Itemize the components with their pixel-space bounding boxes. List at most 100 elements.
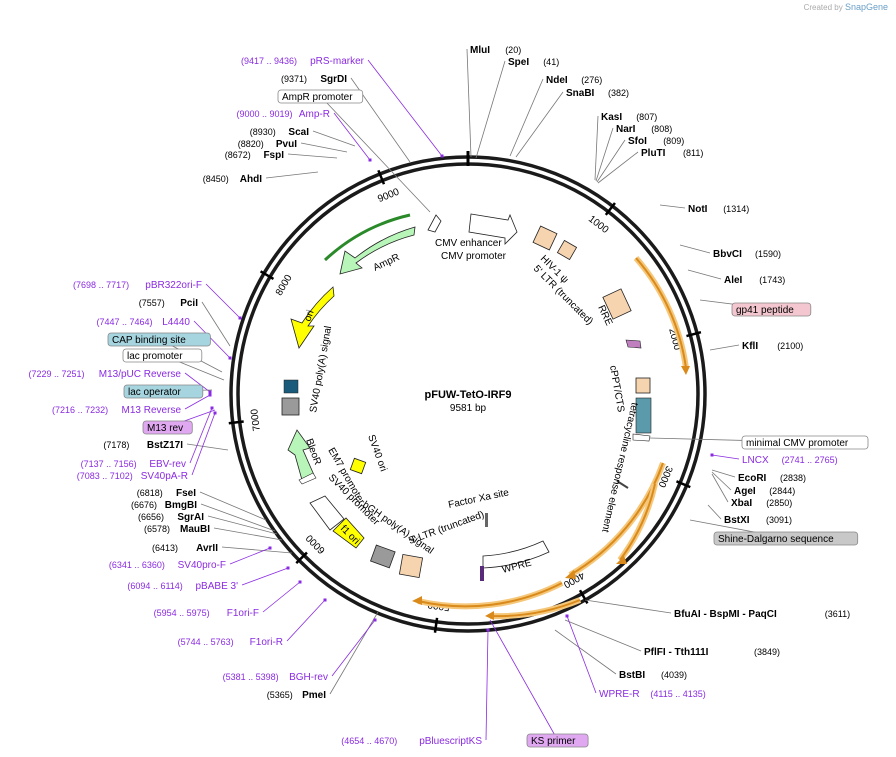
leader-line — [711, 471, 732, 491]
primer-name: SV40pro-F — [178, 560, 226, 571]
primer-mark — [486, 628, 490, 632]
site-name: BmgBI — [165, 500, 197, 511]
tick-6000 — [295, 551, 308, 564]
label-factor-xa: Factor Xa site — [447, 487, 510, 511]
site-pos: (8930) — [250, 127, 276, 137]
site-name: NotI — [688, 204, 708, 215]
site-bfuai-bspmi-paqci: BfuAI - BspMI - PaqCI(3611) — [674, 609, 850, 620]
site-name: MluI — [470, 45, 490, 56]
site-kasi: KasI(807) — [601, 112, 657, 123]
site-pos: (2838) — [780, 473, 806, 483]
ampr-arrow — [339, 226, 416, 275]
primer-name: pBABE 3' — [196, 581, 239, 592]
leader-line — [554, 629, 617, 675]
site-name: PmeI — [302, 690, 326, 701]
site-name: PvuI — [276, 139, 297, 150]
primer-ebv-rev: EBV-rev (7137 .. 7156) — [81, 459, 186, 470]
label-cppt: cPPT/CTS — [607, 365, 626, 414]
site-pflfi-tth111i: PflFI - Tth111I(3849) — [644, 647, 780, 658]
primer-name: WPRE-R — [599, 689, 640, 700]
ltr5b-box — [398, 553, 424, 579]
site-name: AvrII — [196, 543, 218, 554]
feature-label-box — [107, 332, 211, 347]
primer-pos: (5954 .. 5975) — [154, 608, 210, 618]
site-pos: (8450) — [203, 174, 229, 184]
site-pos: (6578) — [144, 524, 170, 534]
tick-3000 — [675, 480, 691, 489]
site-fsei: FseI(6818) — [137, 488, 196, 499]
primer-name: L4440 — [162, 317, 190, 328]
feature-label-box — [731, 302, 812, 317]
site-pos: (41) — [543, 57, 559, 67]
primer-mark — [440, 154, 444, 158]
feature-label-lac-operator: lac operator — [123, 384, 204, 399]
site-kfli: KflI(2100) — [742, 341, 803, 352]
tick-label-1000: 1000 — [586, 214, 611, 237]
leader-line — [564, 619, 642, 652]
cppt-box — [635, 377, 651, 394]
feature-label-box — [123, 384, 204, 399]
site-ndei: NdeI(276) — [546, 75, 602, 86]
feature-label-shine-dalgarno-sequence: Shine-Dalgarno sequence — [713, 531, 859, 546]
rre-box — [602, 288, 632, 320]
tick-1000 — [604, 202, 616, 216]
ltr5-box — [532, 225, 558, 251]
feature-label-text: lac operator — [128, 387, 181, 398]
site-name: MauBI — [180, 524, 210, 535]
label-sv40ori: SV40 ori — [365, 433, 388, 473]
min-cmv-box — [632, 433, 651, 442]
feature-label-box — [142, 420, 193, 435]
site-name: BstXI — [724, 515, 750, 526]
tick-label-8000: 8000 — [274, 273, 295, 298]
site-pmei: PmeI(5365) — [267, 690, 326, 701]
lac-box — [283, 379, 299, 394]
orf-arrow-3-head — [616, 556, 627, 564]
primer-prs-marker: pRS-marker(9417 .. 9436) — [241, 56, 365, 67]
site-name: FseI — [176, 488, 196, 499]
site-pos: (1743) — [759, 275, 785, 285]
primer-mark — [286, 566, 290, 570]
orf-arrow-4-head — [412, 596, 422, 605]
site-pos: (3611) — [825, 609, 850, 619]
ori-arrow — [290, 286, 335, 349]
leader-line — [596, 139, 626, 183]
primer-wpre-r: WPRE-R(4115 .. 4135) — [599, 689, 706, 700]
site-name: ScaI — [288, 127, 309, 138]
primer-leader — [711, 454, 740, 460]
primer-mark — [368, 158, 372, 162]
primer-name: EBV-rev — [149, 459, 186, 470]
site-name: SgrAI — [177, 512, 204, 523]
primer-pos: (7229 .. 7251) — [28, 369, 84, 379]
site-fspi: FspI(8672) — [225, 150, 284, 161]
site-bstbi: BstBI(4039) — [619, 670, 687, 681]
feature-label-m13-rev: M13 rev — [142, 420, 193, 435]
feature-label-ks-primer: KS primer — [526, 733, 589, 748]
site-name: SpeI — [508, 57, 529, 68]
site-snabi: SnaBI(382) — [566, 88, 629, 99]
site-name: KflI — [742, 341, 758, 352]
site-name: PciI — [180, 298, 198, 309]
leader-line — [300, 142, 348, 153]
primer-mark — [710, 453, 714, 457]
site-pos: (1590) — [755, 249, 781, 259]
primer-bgh-rev: BGH-rev(5381 .. 5398) — [223, 672, 328, 683]
site-noti: NotI(1314) — [688, 204, 749, 215]
leader-line — [679, 244, 711, 254]
tick-label-9000: 9000 — [376, 186, 401, 205]
leader-line — [595, 127, 614, 182]
primer-pos: (7447 .. 7464) — [96, 317, 152, 327]
leader-line — [687, 269, 722, 280]
leader-line — [597, 151, 639, 184]
site-ahdi: AhdI(8450) — [203, 174, 262, 185]
site-pos: (20) — [505, 45, 521, 55]
site-bbvci: BbvCI(1590) — [713, 249, 781, 260]
feature-label-lac-promoter: lac promoter — [122, 348, 203, 363]
site-pos: (6676) — [131, 500, 157, 510]
label-cmv-enhancer: CMV enhancer — [435, 238, 502, 249]
feature-label-box — [741, 435, 869, 450]
site-name: NarI — [616, 124, 636, 135]
site-pos: (7178) — [103, 440, 129, 450]
primer-pos: (7137 .. 7156) — [81, 459, 137, 469]
label-sv40pa: SV40 poly(A) signal — [308, 325, 334, 413]
site-scai: ScaI (8930) — [250, 127, 309, 138]
